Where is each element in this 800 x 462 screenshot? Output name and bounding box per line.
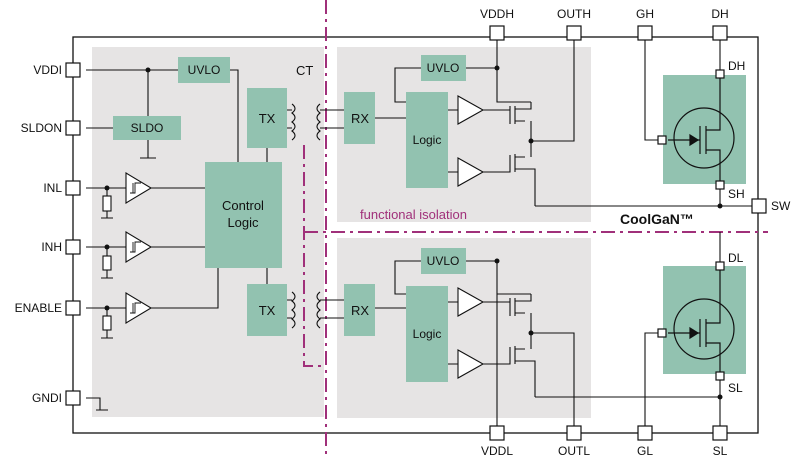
schmitt-buffer-inl [125, 172, 153, 204]
ct-label: CT [296, 63, 313, 78]
driver-buffer-low-bottom [457, 349, 485, 379]
dl-inner-label: DL [728, 251, 744, 265]
pin-vddi [65, 62, 81, 78]
isolation-barrier [303, 0, 768, 454]
driver-buffer-low-top [457, 287, 485, 317]
pin-gh [637, 25, 653, 41]
pin-gl-label: GL [637, 444, 653, 458]
pin-gndi-label: GNDI [32, 391, 62, 405]
control-logic-label-line1: Control [222, 198, 264, 213]
pin-inl [65, 180, 81, 196]
pin-gndi [65, 390, 81, 406]
pin-inh-label: INH [41, 240, 62, 254]
rx-high-label: RX [351, 111, 369, 126]
gan-hemt-high-symbol [668, 78, 735, 184]
pin-vddl-label: VDDL [481, 444, 513, 458]
isolation-label: functional isolation [360, 207, 467, 222]
tx-high-block [247, 88, 287, 148]
junction-dots [104, 65, 723, 400]
driver-buffer-high-bottom [457, 157, 485, 187]
logic-low-label: Logic [413, 327, 442, 341]
uvlo-high-block [421, 55, 466, 81]
sl-inner-label: SL [728, 381, 743, 395]
rx-high-block [344, 92, 375, 144]
terminal-squares [657, 69, 725, 381]
pin-gh-label: GH [636, 7, 654, 21]
uvlo-input-block [178, 57, 230, 83]
pin-vddl [489, 425, 505, 441]
pin-sldon-label: SLDON [21, 121, 62, 135]
logic-high-block [406, 92, 448, 188]
pin-vddh [489, 25, 505, 41]
pin-inl-label: INL [43, 181, 62, 195]
dh-inner-label: DH [728, 59, 745, 73]
logic-high-label: Logic [413, 133, 442, 147]
sh-inner-label: SH [728, 187, 745, 201]
pin-outh-label: OUTH [557, 7, 591, 21]
wiring [86, 40, 765, 430]
pin-dh-label: DH [711, 7, 728, 21]
pin-enable [65, 300, 81, 316]
pin-gl [637, 425, 653, 441]
pin-sl-label: SL [713, 444, 728, 458]
uvlo-high-label: UVLO [427, 61, 460, 75]
gan-hemt-high-block [663, 75, 746, 184]
tx-high-label: TX [259, 111, 276, 126]
pin-outl-label: OUTL [558, 444, 590, 458]
sldo-block [113, 116, 181, 140]
pin-outh [566, 25, 582, 41]
driver-buffer-high-top [457, 95, 485, 125]
transformer-low [291, 291, 321, 329]
uvlo-low-block [421, 248, 466, 274]
gan-hemt-low-symbol [668, 268, 735, 376]
control-logic-label-line2: Logic [227, 215, 259, 230]
transformer-high [291, 103, 321, 141]
pin-outl [566, 425, 582, 441]
pin-dh [712, 25, 728, 41]
pulldown-resistors [102, 195, 112, 331]
rx-low-label: RX [351, 303, 369, 318]
device-label: CoolGaN™ [620, 211, 694, 227]
logic-low-block [406, 286, 448, 382]
pin-vddi-label: VDDI [33, 63, 62, 77]
pin-inh [65, 239, 81, 255]
uvlo-low-label: UVLO [427, 254, 460, 268]
schmitt-buffer-inh [125, 231, 153, 263]
schmitt-buffer-enable [125, 292, 153, 324]
pin-sw [751, 198, 767, 214]
pin-enable-label: ENABLE [15, 301, 62, 315]
uvlo-input-label: UVLO [188, 63, 221, 77]
pin-sw-label: SW [771, 199, 791, 213]
package-outline [72, 36, 759, 434]
sldo-label: SLDO [131, 121, 164, 135]
tx-low-block [247, 284, 287, 336]
pin-sldon [65, 120, 81, 136]
pin-sl [712, 425, 728, 441]
control-logic-block [205, 162, 282, 268]
pin-vddh-label: VDDH [480, 7, 514, 21]
tx-low-label: TX [259, 303, 276, 318]
rx-low-block [344, 284, 375, 336]
